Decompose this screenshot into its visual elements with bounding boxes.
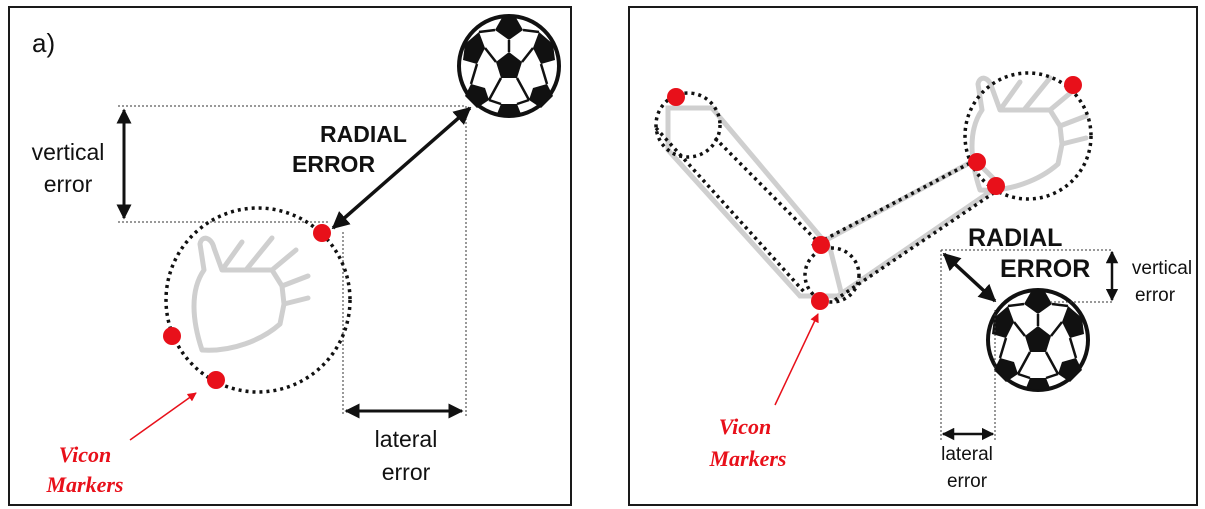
marker-dot [812,236,830,254]
panel-a-radial-label-1: RADIAL [320,121,407,147]
panel-b-radial-error-arrow [942,252,997,303]
panel-b-lateral-label-2: error [947,471,988,492]
panel-a-radial-error-arrow [331,106,472,230]
marker-dot [811,292,829,310]
panel-a-radial-label-2: ERROR [292,151,375,177]
panel-a-lateral-label-2: error [382,459,431,485]
panel-b-ball-icon [986,288,1090,392]
panel-a-marker-pointer [129,392,197,441]
marker-dot [313,224,331,242]
panel-a-ball-icon [457,14,561,118]
panel-a-graphics: a) RADIAL ERROR vertical erro [32,14,561,497]
marker-dot [207,371,225,389]
panel-b-vertical-label-2: error [1135,285,1176,306]
panel-b-radial-label-2: ERROR [1000,255,1090,283]
panel-a-markers [163,224,331,389]
marker-dot [968,153,986,171]
panel-a-hand-circle [164,206,352,394]
marker-dot [1064,76,1082,94]
panel-b-lateral-label-1: lateral [941,444,993,465]
panel-b-markers-label-1: Vicon [719,414,772,439]
panel-a-markers-label-2: Markers [45,472,123,497]
panel-a-hand-icon [194,238,308,350]
panel-a-markers-label-1: Vicon [59,442,112,467]
panel-b-limb-outlines [654,71,1093,304]
marker-dot [667,88,685,106]
panel-a-reference-lines [118,105,467,416]
panel-a-label: a) [32,28,55,58]
panel-b-arm [665,105,1004,301]
marker-dot [163,327,181,345]
panel-b-markers-label-2: Markers [708,446,786,471]
panel-b-graphics: RADIAL ERROR vertical error lateral erro… [654,71,1192,492]
panel-b-reference-lines [940,249,1112,440]
panel-b-marker-pointer [774,313,819,406]
panel-b-radial-label-1: RADIAL [968,224,1062,252]
marker-dot [987,177,1005,195]
panel-a-lateral-label-1: lateral [375,426,438,452]
panel-b [628,6,1198,506]
panel-b-vertical-label-1: vertical [1132,258,1192,279]
panel-b-markers [667,76,1082,310]
panel-a-vertical-label-1: vertical [32,139,105,165]
panel-a-vertical-label-2: error [44,171,93,197]
